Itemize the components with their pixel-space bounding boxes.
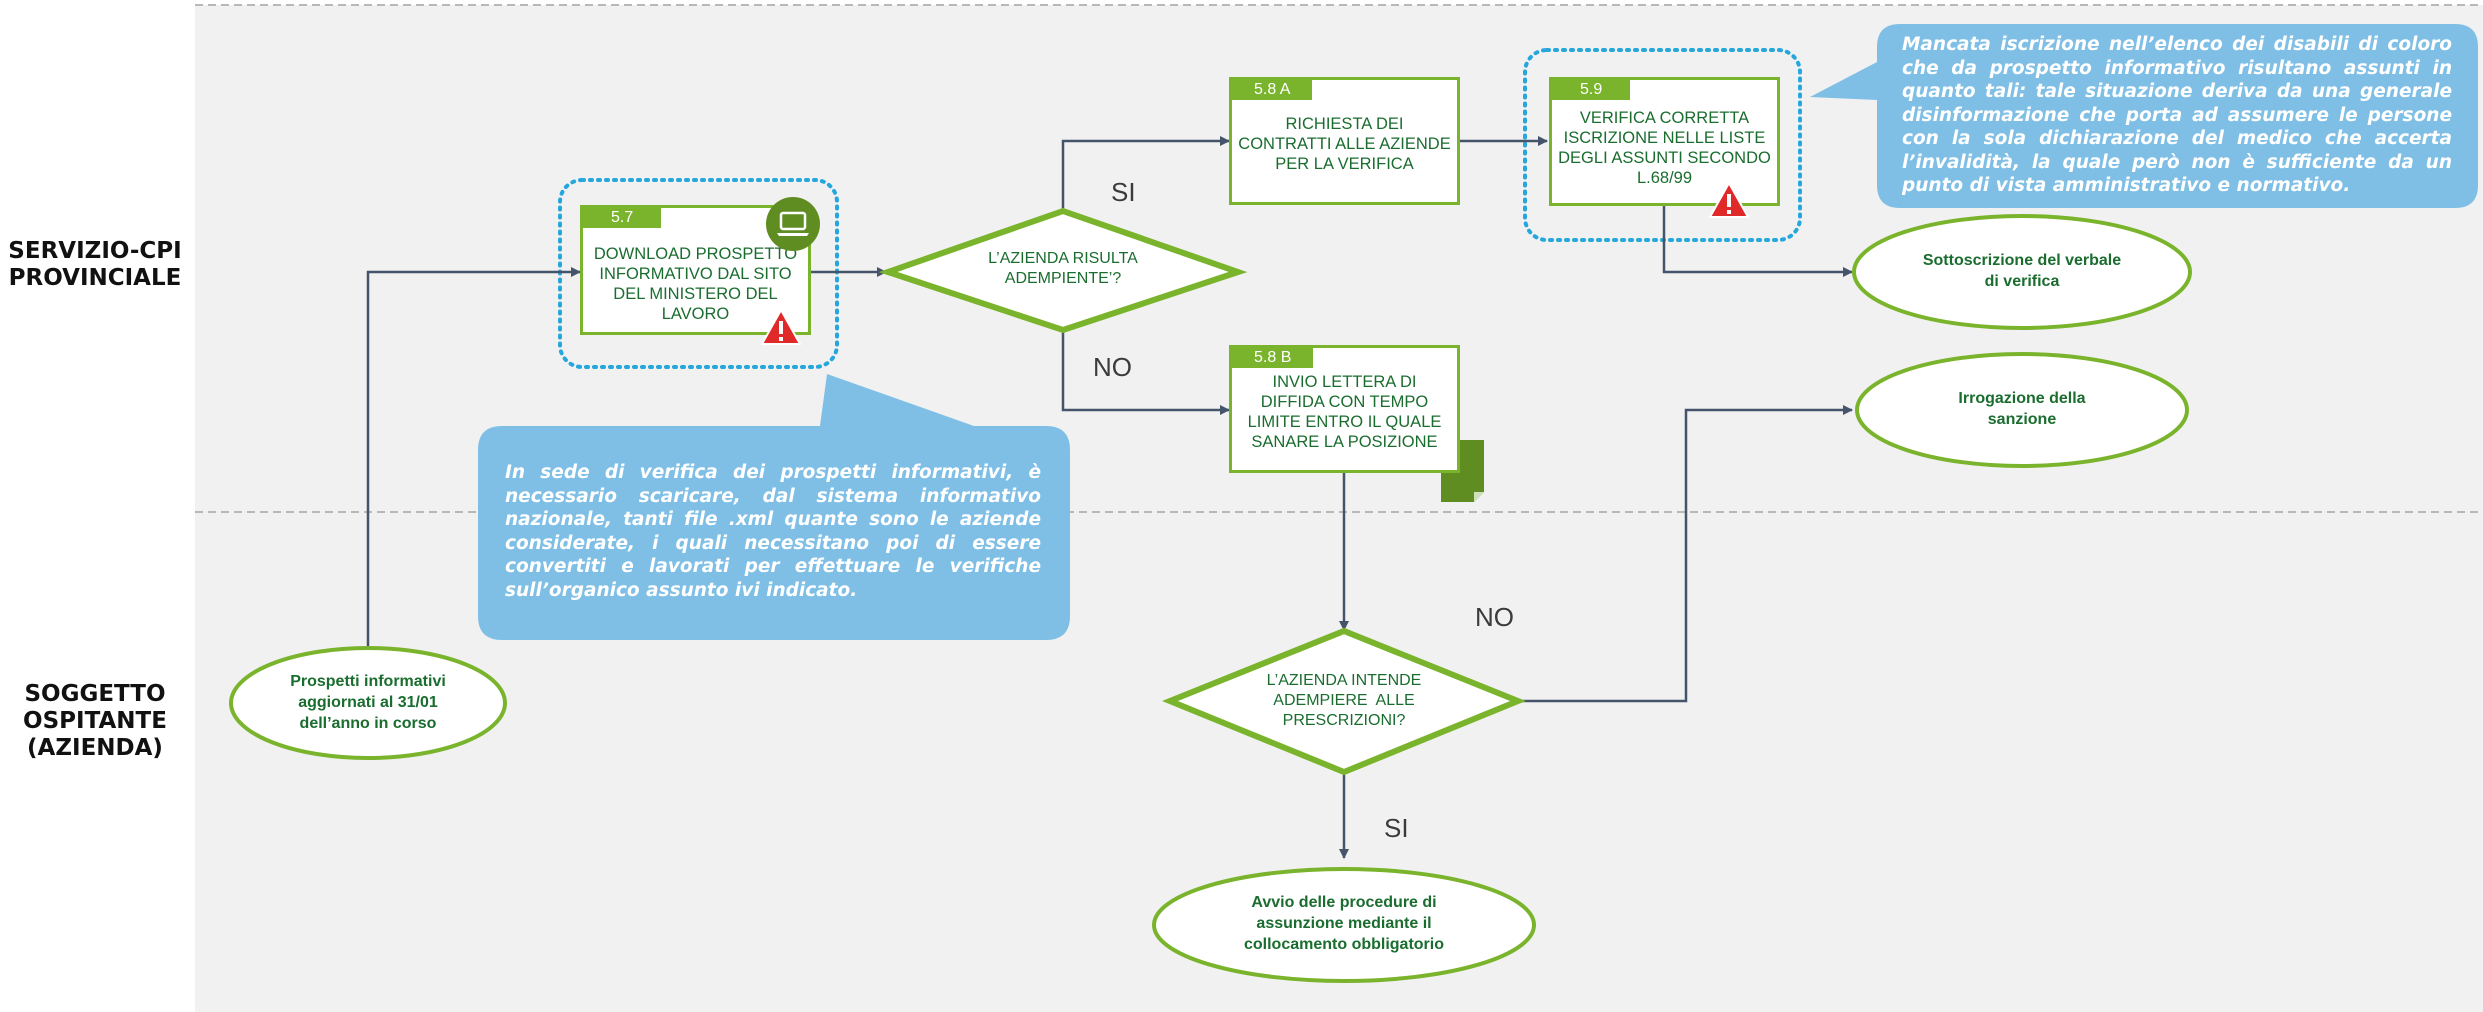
branch-label-d2-yes: SI <box>1384 813 1409 843</box>
decision-d2 <box>1162 627 1526 776</box>
event-sottoscrizione <box>1852 214 2192 330</box>
decision-d1 <box>878 207 1248 334</box>
warning-icon <box>761 309 801 345</box>
connector-d2-no <box>1520 405 1853 703</box>
event-avvio <box>1152 867 1536 983</box>
event-start-label: Prospetti informativi aggiornati al 31/0… <box>290 673 446 732</box>
branch-label-d1-no: NO <box>1093 352 1132 382</box>
task-id: 5.8 A <box>1232 80 1313 100</box>
highlight-frame-5-7 <box>558 178 839 369</box>
event-avvio-label: Avvio delle procedure di assunzione medi… <box>1243 894 1444 953</box>
event-sottoscrizione-label: Sottoscrizione del verbale di verifica <box>1922 252 2122 290</box>
event-irrogazione <box>1855 352 2189 468</box>
lane-label-soggetto-ospitante: SOGGETTO OSPITANTE (AZIENDA) <box>23 681 167 761</box>
task-5-9[interactable]: 5.9 VERIFICA CORRETTA ISCRIZIONE NELLE L… <box>1549 77 1780 206</box>
note-right-bubble <box>1810 24 2478 208</box>
connector-d1-no <box>1061 330 1230 415</box>
branch-label-d1-yes: SI <box>1111 177 1136 207</box>
branch-label-d2-no: NO <box>1475 602 1514 632</box>
note-left-bubble <box>478 374 1070 640</box>
event-start <box>229 646 507 760</box>
decision-d2-label: L’AZIENDA INTENDE ADEMPIERE ALLE PRESCRI… <box>1266 672 1422 729</box>
highlight-frame-5-9 <box>1523 48 1802 242</box>
connector-start-to-5-7 <box>366 267 581 648</box>
connector-d1-yes <box>1061 136 1230 210</box>
task-label: RICHIESTA DEI CONTRATTI ALLE AZIENDE PER… <box>1238 115 1451 173</box>
task-5-8-a[interactable]: 5.8 A RICHIESTA DEI CONTRATTI ALLE AZIEN… <box>1229 77 1460 205</box>
event-irrogazione-label: Irrogazione della sanzione <box>1958 390 2086 428</box>
task-id: 5.7 <box>583 208 662 228</box>
task-id: 5.8 B <box>1232 348 1314 368</box>
warning-icon <box>1709 182 1749 218</box>
task-label: DOWNLOAD PROSPETTO INFORMATIVO DAL SITO … <box>593 245 798 323</box>
task-label: INVIO LETTERA DI DIFFIDA CON TEMPO LIMIT… <box>1247 373 1442 451</box>
task-label: VERIFICA CORRETTA ISCRIZIONE NELLE LISTE… <box>1558 109 1771 187</box>
note-right-text: Mancata iscrizione nell’elenco dei disab… <box>1902 34 2452 196</box>
lane-label-servizio-cpi: SERVIZIO-CPI PROVINCIALE <box>8 238 182 291</box>
decision-d1-label: L’AZIENDA RISULTA ADEMPIENTE’? <box>988 250 1138 287</box>
task-5-8-b[interactable]: 5.8 B INVIO LETTERA DI DIFFIDA CON TEMPO… <box>1229 345 1460 473</box>
note-left-text: In sede di verifica dei prospetti inform… <box>505 462 1041 601</box>
task-id: 5.9 <box>1552 80 1631 100</box>
connector-5-9-to-sottoscrizione <box>1662 206 1853 277</box>
laptop-icon <box>766 197 820 251</box>
